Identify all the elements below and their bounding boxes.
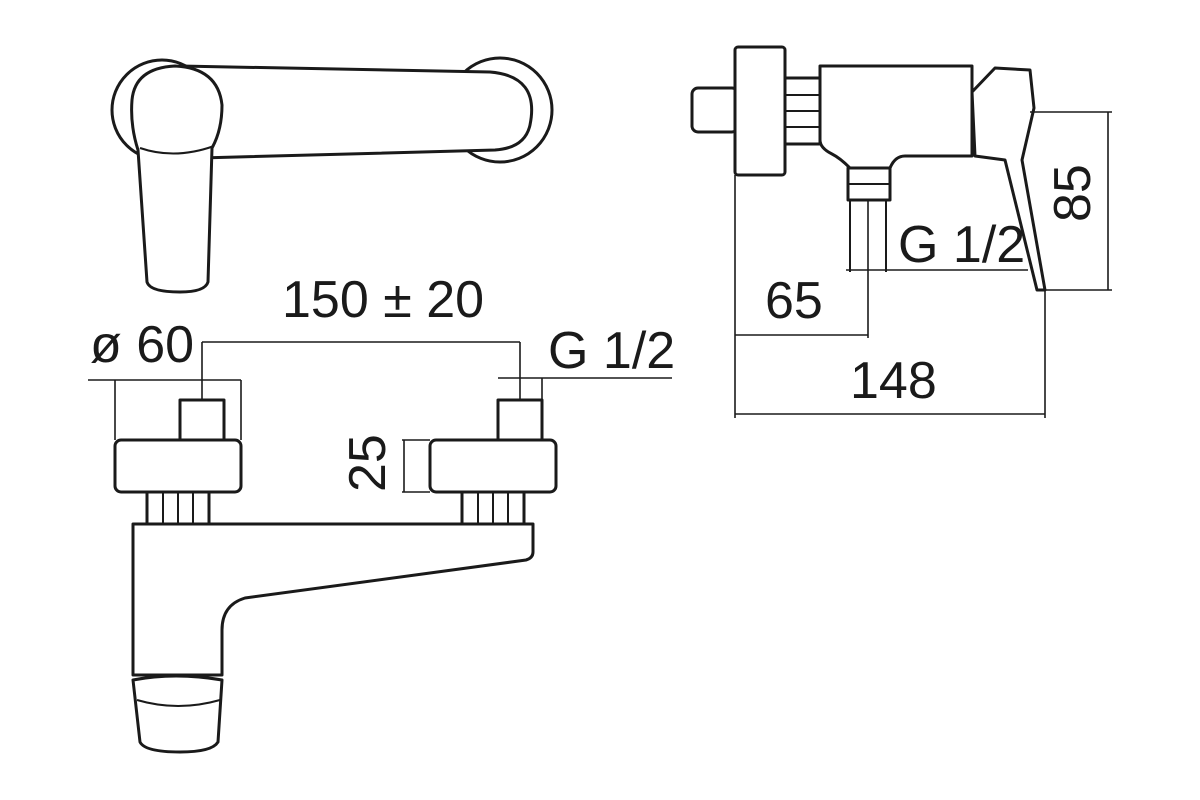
top-view — [110, 56, 554, 294]
front-right-flange — [428, 438, 558, 494]
dim-inlet-thread: G 1/2 — [548, 322, 675, 380]
side-lever-handle — [970, 66, 1047, 292]
dim-wall-to-outlet: 65 — [765, 272, 823, 330]
top-lever-edge — [139, 145, 215, 155]
side-dimensions: G 1/2 65 148 85 — [734, 111, 1112, 418]
dim-body-height: 85 — [1044, 164, 1102, 222]
dim-center-distance: 150 ± 20 — [282, 271, 484, 329]
front-view — [113, 398, 558, 754]
front-left-inlet-stub — [178, 398, 226, 442]
front-right-inlet-stub — [496, 398, 544, 442]
side-inlet-stub — [690, 86, 740, 134]
top-lever-handle — [130, 64, 224, 294]
dim-flange-height: 25 — [339, 434, 397, 492]
dim-total-depth: 148 — [850, 352, 937, 410]
dim-outlet-thread: G 1/2 — [898, 216, 1025, 274]
top-body-bar — [178, 64, 534, 160]
front-dimensions: 150 ± 20 ø 60 G 1/2 25 — [88, 271, 675, 493]
front-lever-handle — [131, 674, 224, 754]
front-left-flange — [113, 438, 243, 494]
side-view — [690, 45, 1047, 292]
dim-flange-diameter: ø 60 — [90, 316, 194, 374]
front-mixer-body — [131, 522, 535, 677]
side-mixer-body — [818, 64, 974, 170]
side-flange — [733, 45, 787, 177]
